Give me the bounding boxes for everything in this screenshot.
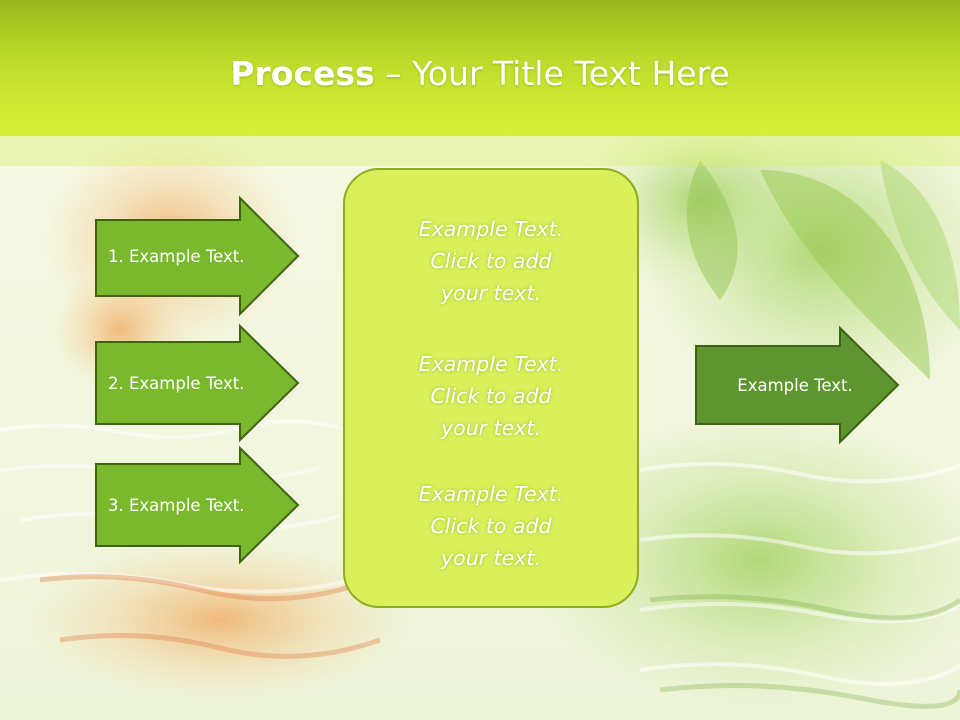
text-line: your text. [441, 281, 541, 305]
process-step-arrow-2[interactable]: 2. Example Text. [95, 323, 300, 443]
arrow-shape-icon [95, 445, 300, 565]
step-label: 3. Example Text. [108, 495, 245, 515]
text-line: Click to add [430, 249, 552, 273]
step-label: 1. Example Text. [108, 246, 245, 266]
process-step-arrow-1[interactable]: 1. Example Text. [95, 195, 300, 317]
header-band [0, 136, 960, 166]
result-arrow[interactable]: Example Text. [695, 325, 900, 445]
title-bar [0, 0, 960, 136]
result-label: Example Text. [737, 375, 853, 395]
center-text-box[interactable] [343, 168, 639, 608]
text-line: your text. [441, 546, 541, 570]
text-line: Example Text. [418, 482, 564, 506]
slide-title[interactable]: Process – Your Title Text Here [0, 52, 960, 96]
center-text-block-2[interactable]: Example Text. Click to add your text. [343, 348, 639, 444]
arrow-shape-icon [695, 325, 900, 445]
arrow-shape-icon [95, 323, 300, 443]
text-line: Click to add [430, 384, 552, 408]
step-label: 2. Example Text. [108, 373, 245, 393]
text-line: Example Text. [418, 352, 564, 376]
center-text-block-1[interactable]: Example Text. Click to add your text. [343, 213, 639, 309]
process-step-arrow-3[interactable]: 3. Example Text. [95, 445, 300, 565]
title-bold: Process [230, 54, 375, 93]
text-line: your text. [441, 416, 541, 440]
title-rest: – Your Title Text Here [374, 54, 730, 93]
text-line: Click to add [430, 514, 552, 538]
text-line: Example Text. [418, 217, 564, 241]
arrow-shape-icon [95, 195, 300, 317]
center-text-block-3[interactable]: Example Text. Click to add your text. [343, 478, 639, 574]
